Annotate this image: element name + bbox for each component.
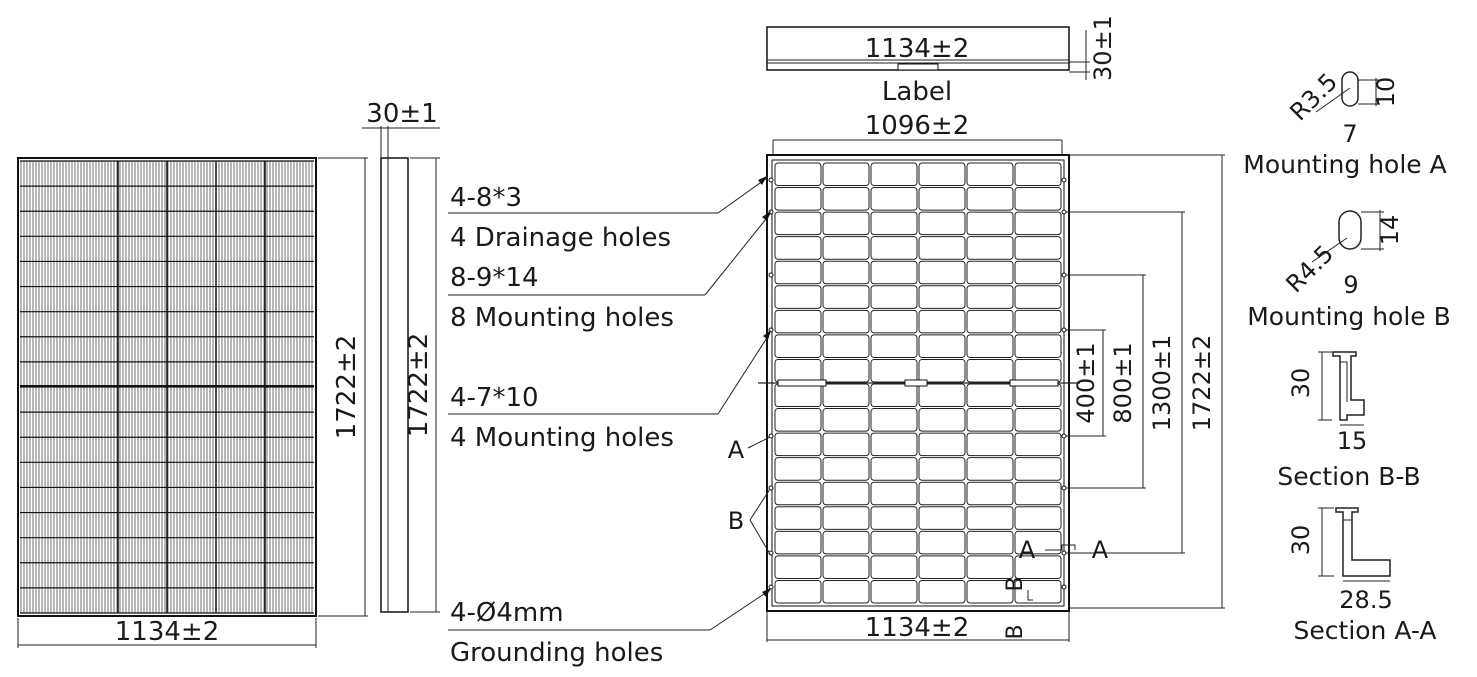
- callout-ground-desc: Grounding holes: [450, 638, 663, 668]
- bottom-width-dimension: 1134±2: [865, 613, 970, 643]
- hole-b-title: Mounting hole B: [1247, 302, 1451, 331]
- section-aa-right-marker: A: [1092, 536, 1109, 564]
- back-cell-grid: [774, 162, 1062, 604]
- dim-1300: 1300±1: [1148, 335, 1176, 431]
- section-bb-title: Section B-B: [1277, 462, 1420, 491]
- hole-callouts: 4-8*3 4 Drainage holes 8-9*14 8 Mounting…: [448, 176, 771, 668]
- top-thickness-dimension: 30±1: [1089, 15, 1117, 81]
- marker-b: B: [728, 507, 744, 535]
- section-aa-left-marker: A: [1019, 536, 1036, 564]
- callout-drainage-spec: 4-8*3: [450, 183, 522, 213]
- section-aa-title: Section A-A: [1294, 616, 1437, 645]
- detail-section-aa: 30 28.5 Section A-A: [1287, 507, 1437, 645]
- callout-mount4-spec: 4-7*10: [450, 383, 539, 413]
- hole-b-radius: R4.5: [1280, 240, 1339, 299]
- front-height-dimension: 1722±2: [332, 335, 362, 440]
- callout-mount8-spec: 8-9*14: [450, 263, 539, 293]
- section-bb-width: 15: [1337, 427, 1368, 455]
- front-cell-grid: [20, 160, 314, 614]
- detail-hole-a: R3.5 10 7 Mounting hole A: [1243, 68, 1446, 179]
- back-view: 1096±2: [728, 111, 1225, 643]
- marker-a: A: [728, 436, 745, 464]
- inner-width-dimension: 1096±2: [865, 111, 970, 141]
- hole-b-height: 14: [1376, 215, 1404, 246]
- label-caption: Label: [882, 77, 952, 107]
- dim-1722: 1722±2: [1188, 335, 1216, 431]
- junction-box-left: [777, 379, 827, 387]
- dim-800: 800±1: [1109, 342, 1137, 423]
- section-aa-height: 30: [1287, 525, 1315, 556]
- callout-ground-spec: 4-Ø4mm: [450, 598, 564, 628]
- detail-section-bb: 30 15 Section B-B: [1277, 351, 1421, 491]
- junction-box-right: [1009, 379, 1059, 387]
- section-aa-width: 28.5: [1339, 586, 1392, 614]
- hole-a-title: Mounting hole A: [1243, 150, 1446, 179]
- detail-hole-b: R4.5 14 9 Mounting hole B: [1247, 210, 1451, 331]
- front-view: 1134±2 1722±2: [17, 157, 368, 648]
- section-bb-height: 30: [1287, 368, 1315, 399]
- callout-mount4-desc: 4 Mounting holes: [450, 423, 674, 453]
- callout-drainage-desc: 4 Drainage holes: [450, 223, 671, 253]
- callout-mount8-desc: 8 Mounting holes: [450, 303, 674, 333]
- section-bb-top-marker: B: [1003, 576, 1028, 591]
- front-width-dimension: 1134±2: [115, 617, 220, 647]
- dim-400: 400±1: [1072, 342, 1100, 423]
- hole-a-radius: R3.5: [1284, 68, 1343, 127]
- hole-b-width: 9: [1343, 271, 1358, 299]
- side-frame-profile: [380, 157, 409, 613]
- top-width-dimension: 1134±2: [865, 34, 970, 64]
- top-view: 1134±2 30±1 Label: [766, 15, 1117, 107]
- side-thickness-dimension: 30±1: [366, 99, 437, 129]
- section-bb-bottom-marker: B: [1003, 624, 1028, 639]
- side-view: 30±1 1722±2: [362, 99, 440, 613]
- junction-box-center: [904, 379, 928, 387]
- hole-a-height: 10: [1372, 77, 1400, 108]
- hole-a-width: 7: [1342, 120, 1357, 148]
- side-height-dimension: 1722±2: [404, 333, 434, 438]
- junction-label-box: [897, 63, 939, 71]
